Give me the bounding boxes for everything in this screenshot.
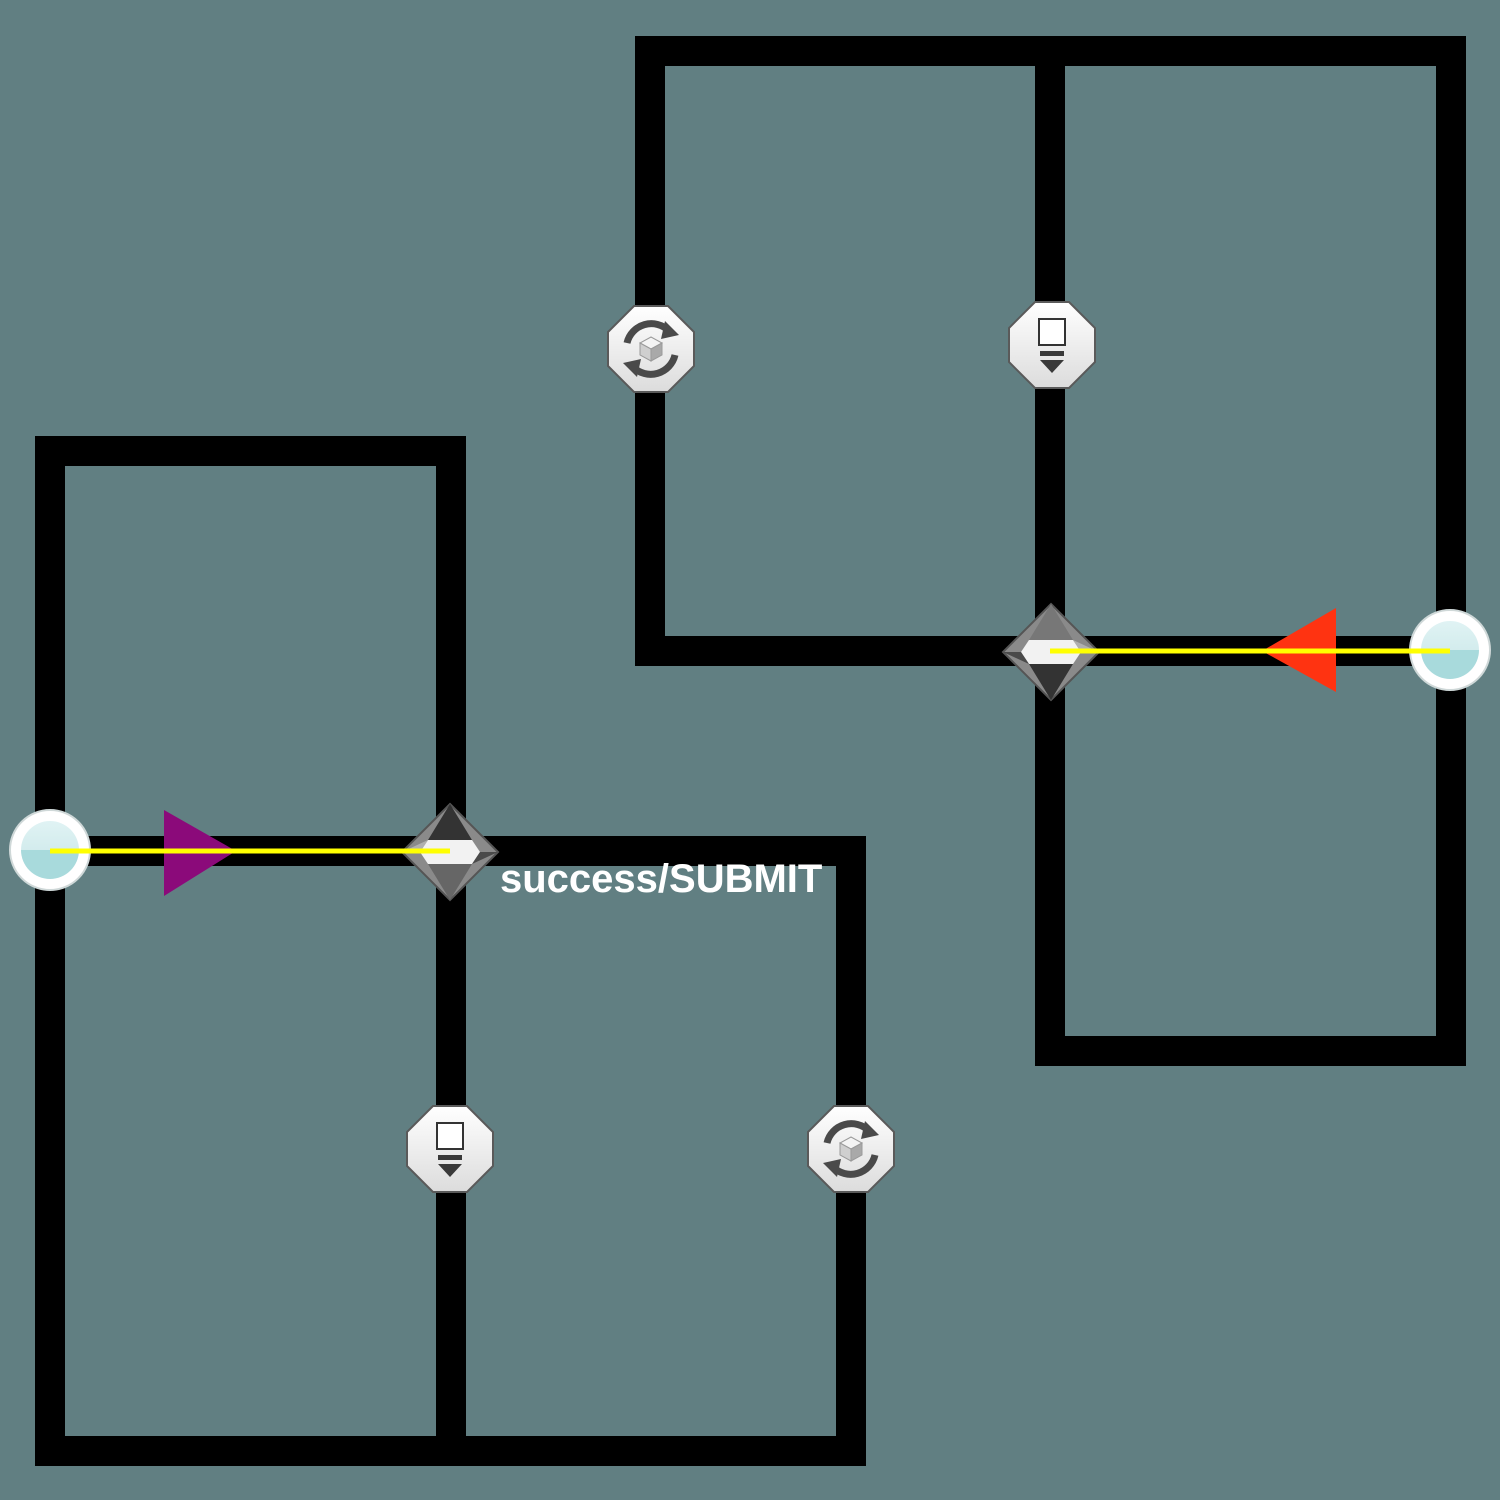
dropper-top[interactable]: [1008, 301, 1096, 389]
rotator-top[interactable]: [607, 305, 695, 393]
track-walls: [35, 36, 1466, 1466]
rotate-cube-icon: [807, 1105, 895, 1193]
wall-segment: [35, 436, 65, 1466]
wall-segment: [1035, 36, 1065, 1066]
rotate-cube-icon: [607, 305, 695, 393]
wall-segment: [1035, 1036, 1466, 1066]
status-message: success/SUBMIT: [500, 857, 822, 901]
dropper-bottom[interactable]: [406, 1105, 494, 1193]
wall-segment: [436, 436, 466, 1466]
wall-segment: [1436, 36, 1466, 1066]
wall-segment: [35, 1436, 866, 1466]
drop-block-icon: [1008, 301, 1096, 389]
drop-block-icon: [406, 1105, 494, 1193]
rotator-bottom[interactable]: [807, 1105, 895, 1193]
wall-segment: [35, 436, 466, 466]
